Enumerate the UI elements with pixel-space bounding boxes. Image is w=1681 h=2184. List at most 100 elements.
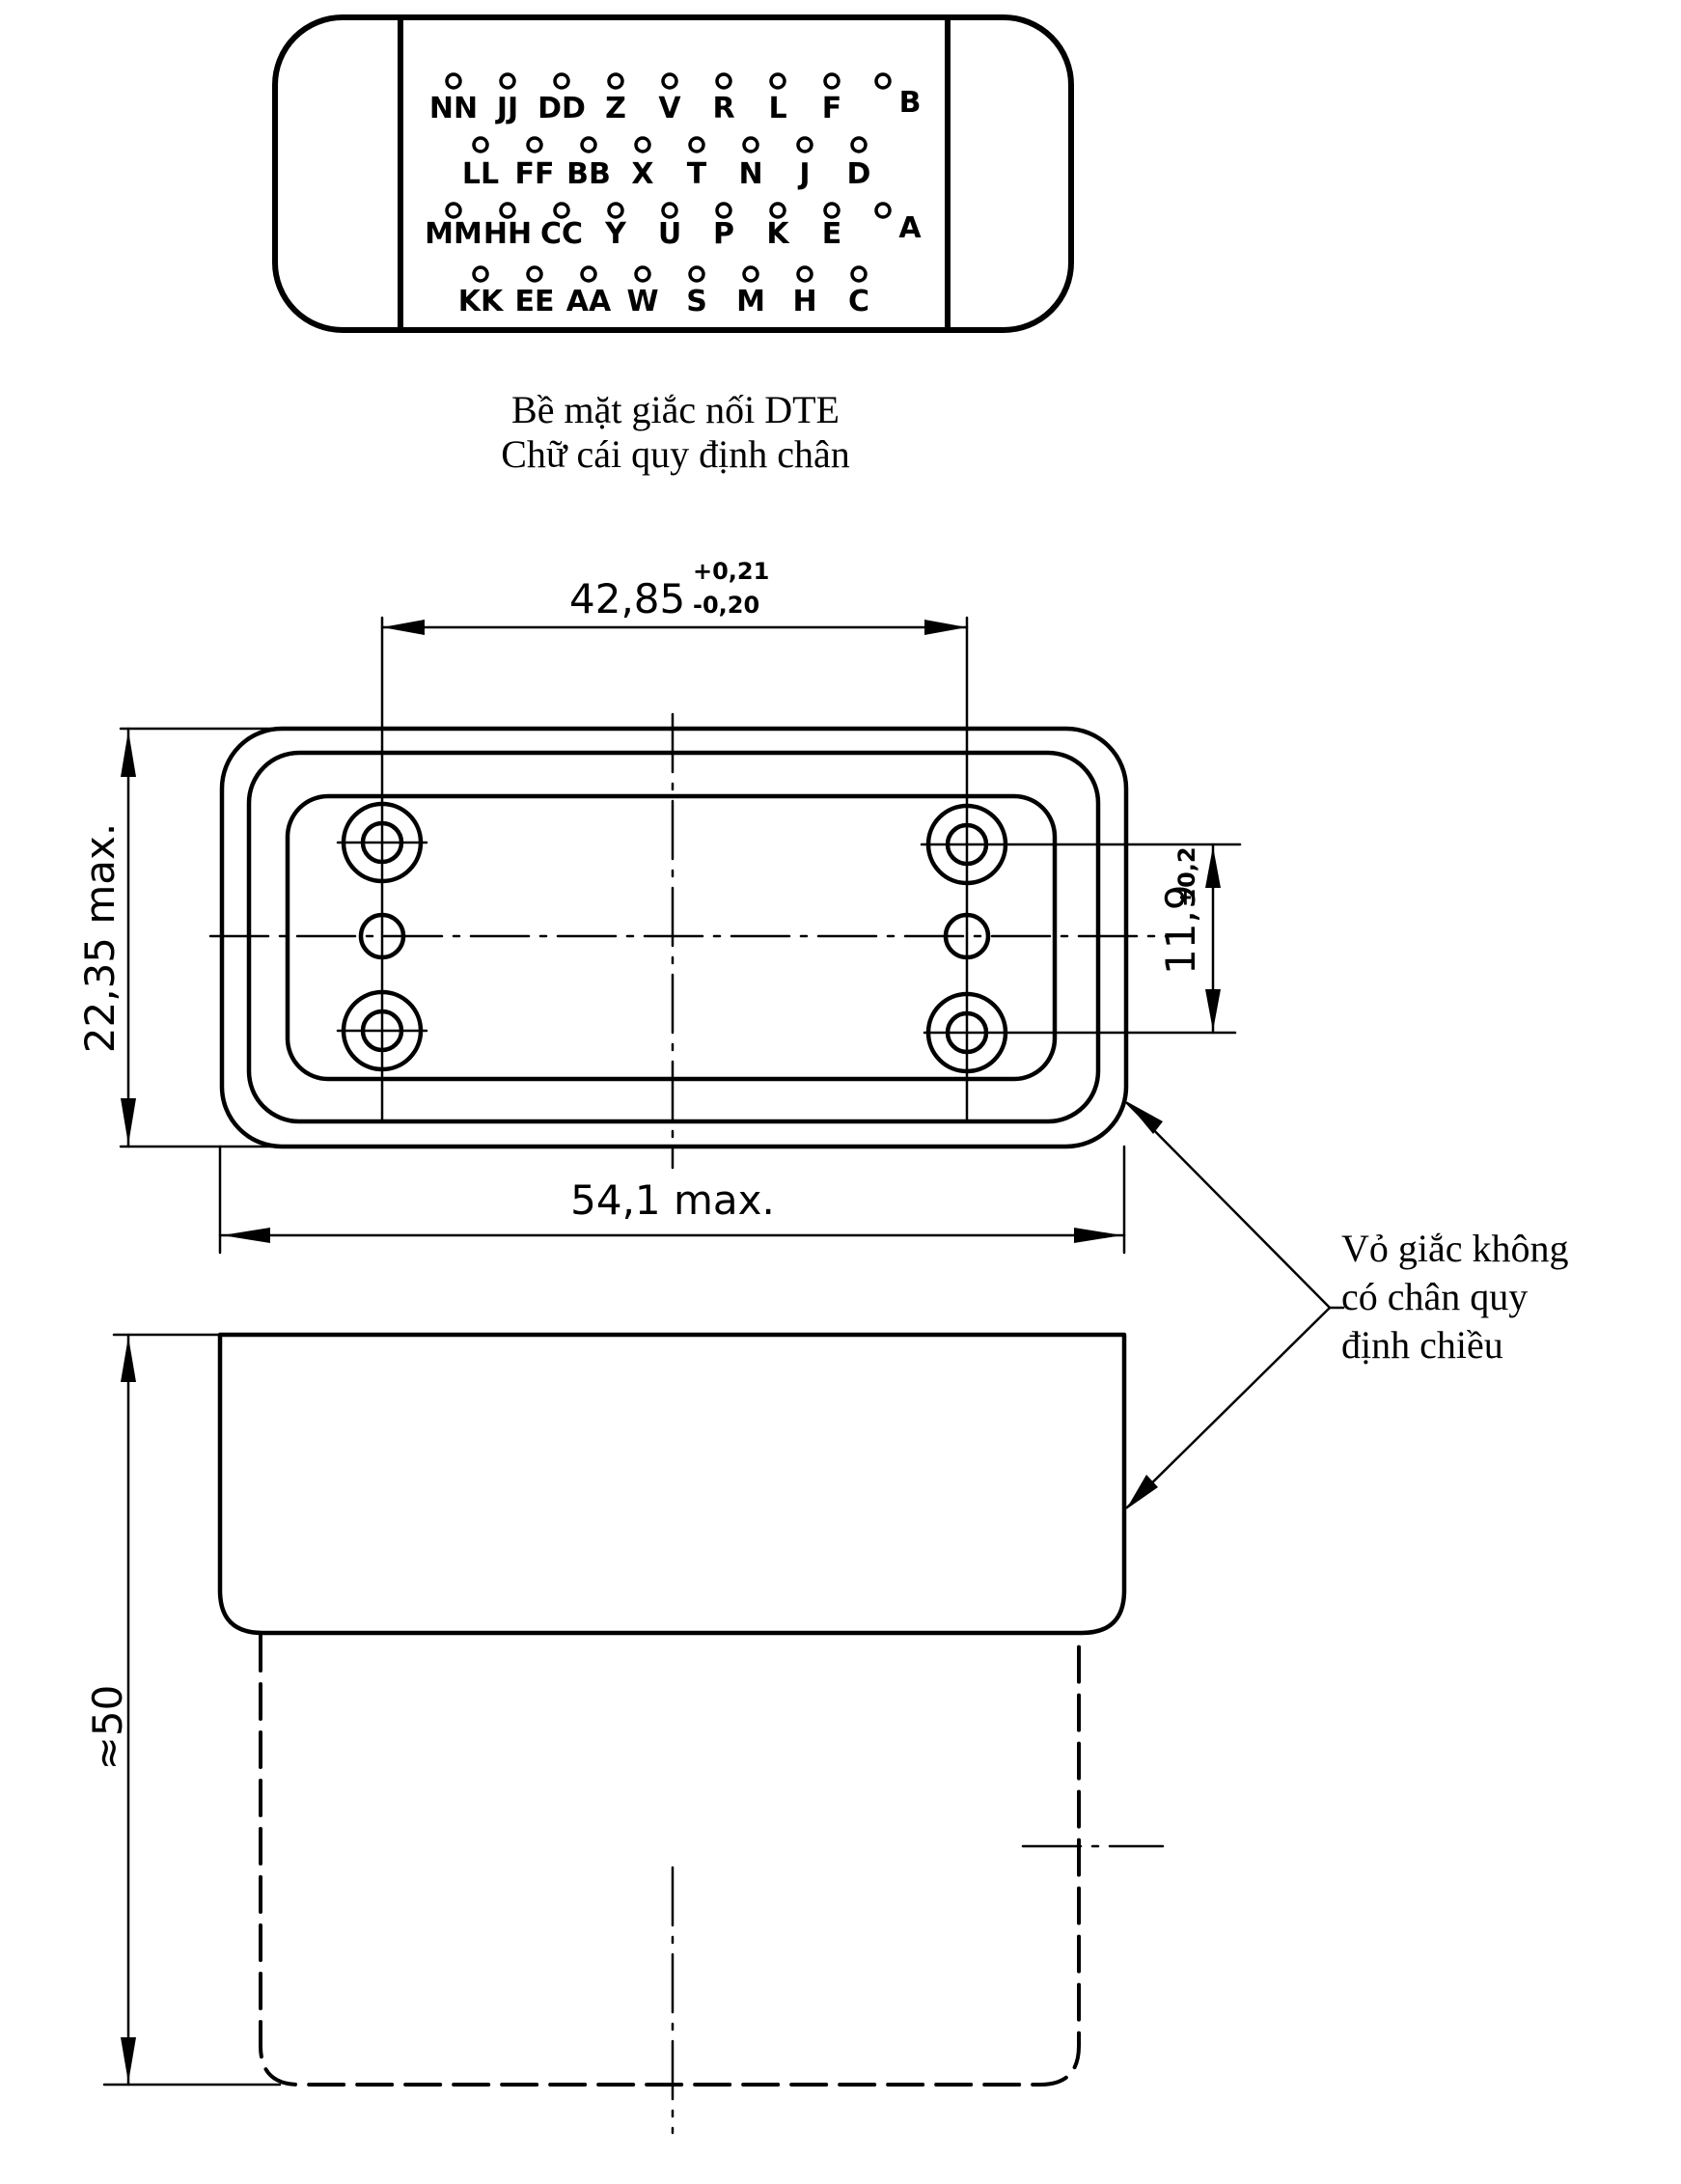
vertical-spacing-dimension: 11,9 ±0,2 [1157,843,1221,1035]
pin-label-z: Z [605,92,626,125]
pin-contact-d [850,136,868,153]
pin-label-bb: BB [566,157,611,191]
pin-label-u: U [658,217,681,251]
pin-label-v: V [658,92,681,125]
hole-spacing-value: 42,85 [569,575,685,622]
pin-contact-h [796,265,813,283]
leader-arrow-upper [1126,1101,1163,1134]
pin-label-c: C [848,285,869,318]
hole-spacing-tol-minus: -0,20 [693,592,759,619]
pin-contact-j [796,136,813,153]
length-value: ≈50 [84,1685,131,1771]
face-caption-line1: Bề mặt giắc nối DTE [511,388,840,431]
height-dimension: 22,35 max. [76,727,282,1148]
pin-label-a: A [898,211,922,245]
pin-label-l: L [768,92,786,125]
hidden-cable-outline [259,1634,1081,2087]
pin-label-r: R [712,92,734,125]
pin-label-nn: NN [429,92,478,125]
pin-contact-ee [526,265,543,283]
pin-label-ff: FF [515,157,555,191]
pin-contact-p [715,202,732,219]
pin-contact-nn [445,72,462,90]
width-dimension: 54,1 max. [218,1145,1126,1255]
pin-contact-b [874,72,892,90]
pin-contact-n [742,136,759,153]
pin-label-k: K [766,217,790,251]
pin-contact-y [607,202,624,219]
pin-label-d: D [847,157,871,191]
pin-label-y: Y [604,217,627,251]
pin-contact-hh [499,202,516,219]
pin-label-m: M [736,285,765,318]
right-upper-mounting-hole [920,803,1242,886]
pin-contact-c [850,265,868,283]
annotation-line1: Vỏ giắc không [1341,1227,1569,1270]
side-view: ≈50 [84,1332,1165,2135]
inner-frame [285,793,1058,1082]
pin-label-cc: CC [540,217,583,251]
pin-contact-ff [526,136,543,153]
pin-contact-e [823,202,840,219]
pin-label-kk: KK [458,285,505,318]
front-view: 42,85 +0,21 -0,20 22,35 max. 11,9 ±0,2 [76,558,1242,1255]
hole-spacing-tol-plus: +0,21 [693,558,769,585]
pin-contact-x [634,136,651,153]
pin-label-hh: HH [483,217,532,251]
pin-contact-l [769,72,786,90]
pin-contact-s [688,265,705,283]
pin-contact-kk [472,265,489,283]
pin-contact-ll [472,136,489,153]
left-upper-mounting-hole [336,801,428,884]
pin-contact-z [607,72,624,90]
pin-contact-r [715,72,732,90]
right-lower-mounting-hole [923,991,1237,1074]
left-lower-mounting-hole [336,989,428,1072]
pin-label-p: P [713,217,734,251]
pin-contact-mm [445,202,462,219]
pin-contact-dd [553,72,570,90]
left-guide-hole [358,912,406,960]
pin-contact-u [661,202,678,219]
pin-contact-jj [499,72,516,90]
vertical-spacing-value: 11,9 [1157,884,1204,975]
pin-label-s: S [686,285,707,318]
housing-leader [1125,1101,1345,1509]
connector-face-outline [272,14,1074,333]
pin-label-h: H [792,285,816,318]
length-dimension: ≈50 [84,1333,282,2087]
pin-label-n: N [738,157,762,191]
pin-label-dd: DD [537,92,586,125]
vertical-spacing-tol: ±0,2 [1173,846,1200,907]
pin-label-e: E [822,217,842,251]
hole-spacing-dimension: 42,85 +0,21 -0,20 [380,558,969,635]
pin-label-t: T [687,157,707,191]
pin-contact-t [688,136,705,153]
pin-label-ll: LL [462,157,499,191]
height-value: 22,35 max. [76,823,124,1053]
outer-frame [219,726,1129,1149]
pin-contact-v [661,72,678,90]
pin-label-jj: JJ [495,92,518,125]
pin-label-aa: AA [566,285,612,318]
housing-body [217,1332,1127,1636]
right-guide-hole [943,912,991,960]
pin-contact-a [874,202,892,219]
pin-label-w: W [626,285,658,318]
pin-contact-aa [580,265,597,283]
width-value: 54,1 max. [570,1176,775,1224]
pin-contact-k [769,202,786,219]
leader-line-upper [1125,1101,1332,1310]
pin-contact-w [634,265,651,283]
leader-arrow-lower [1126,1475,1158,1509]
pin-label-mm: MM [425,217,482,251]
annotation-line2: có chân quy [1341,1275,1528,1318]
pin-label-ee: EE [515,285,555,318]
pin-label-b: B [899,86,922,120]
face-caption-line2: Chữ cái quy định chân [501,432,850,476]
pin-contact-cc [553,202,570,219]
pin-contact-bb [580,136,597,153]
